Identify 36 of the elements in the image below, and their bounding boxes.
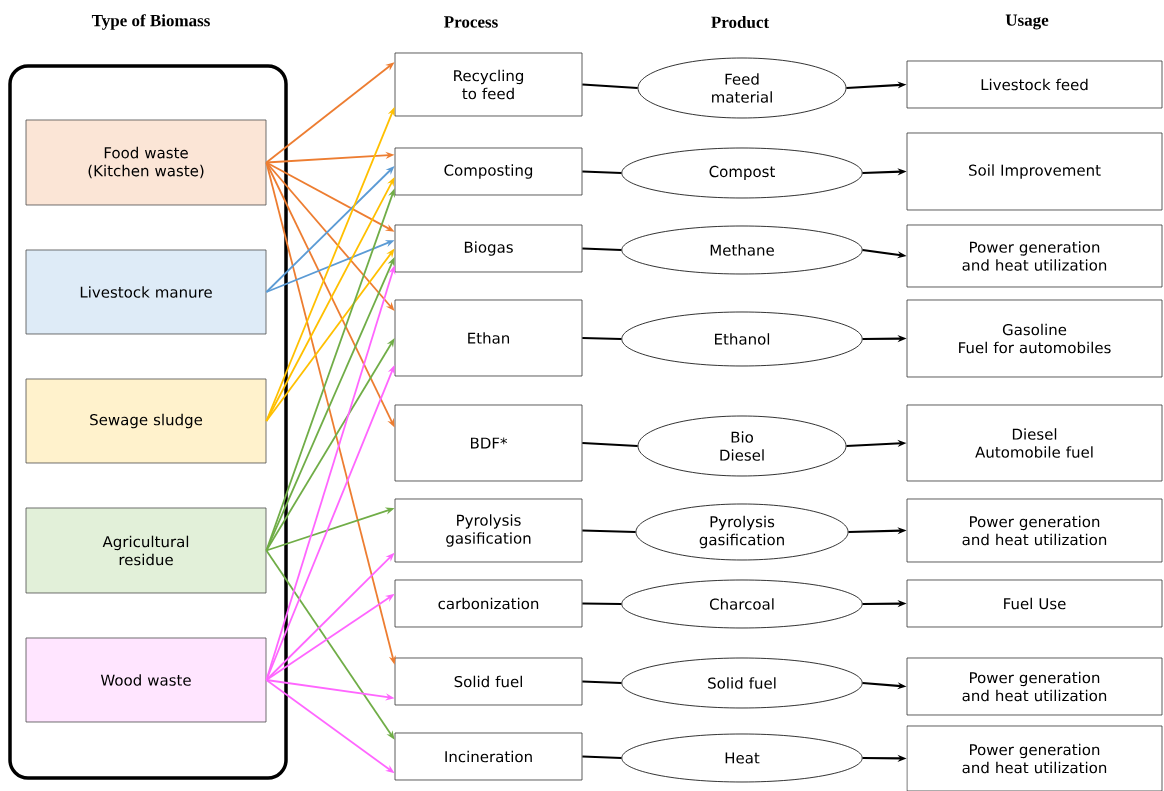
biomass-box: Sewage sludge <box>25 378 267 464</box>
connector-line <box>582 170 622 175</box>
column-heading: Product <box>711 16 770 28</box>
process-box: Pyrolysis gasification <box>394 498 583 563</box>
biomass-box: Agricultural residue <box>25 507 267 594</box>
connector-line <box>582 529 636 534</box>
connector-line <box>582 680 622 685</box>
process-box: Incineration <box>394 732 583 781</box>
biomass-box: Food waste (Kitchen waste) <box>25 119 267 206</box>
process-box: Composting <box>394 147 583 196</box>
column-heading: Process <box>444 16 498 28</box>
connector-line <box>582 83 638 90</box>
process-box: Solid fuel <box>394 657 583 706</box>
usage-box: Power generation and heat utilization <box>906 224 1163 288</box>
usage-box: Livestock feed <box>906 60 1163 109</box>
connector-line <box>582 755 622 760</box>
column-heading: Type of Biomass <box>91 14 210 30</box>
process-box: BDF* <box>394 404 583 482</box>
connector-line <box>582 336 622 341</box>
process-box: Recycling to feed <box>394 52 583 117</box>
connector-line <box>582 247 622 252</box>
usage-box: Power generation and heat utilization <box>906 725 1163 791</box>
process-box: Biogas <box>394 224 583 273</box>
connector-line <box>582 602 622 606</box>
column-heading: Usage <box>1005 14 1049 30</box>
process-box: carbonization <box>394 579 583 628</box>
process-box: Ethan <box>394 299 583 377</box>
usage-box: Fuel Use <box>906 579 1163 628</box>
connector-line <box>582 441 638 448</box>
usage-box: Diesel Automobile fuel <box>906 404 1163 482</box>
biomass-box: Livestock manure <box>25 249 267 335</box>
usage-box: Power generation and heat utilization <box>906 657 1163 716</box>
biomass-box: Wood waste <box>25 637 267 723</box>
usage-box: Gasoline Fuel for automobiles <box>906 299 1163 378</box>
usage-box: Soil Improvement <box>906 132 1163 211</box>
usage-box: Power generation and heat utilization <box>906 498 1163 563</box>
